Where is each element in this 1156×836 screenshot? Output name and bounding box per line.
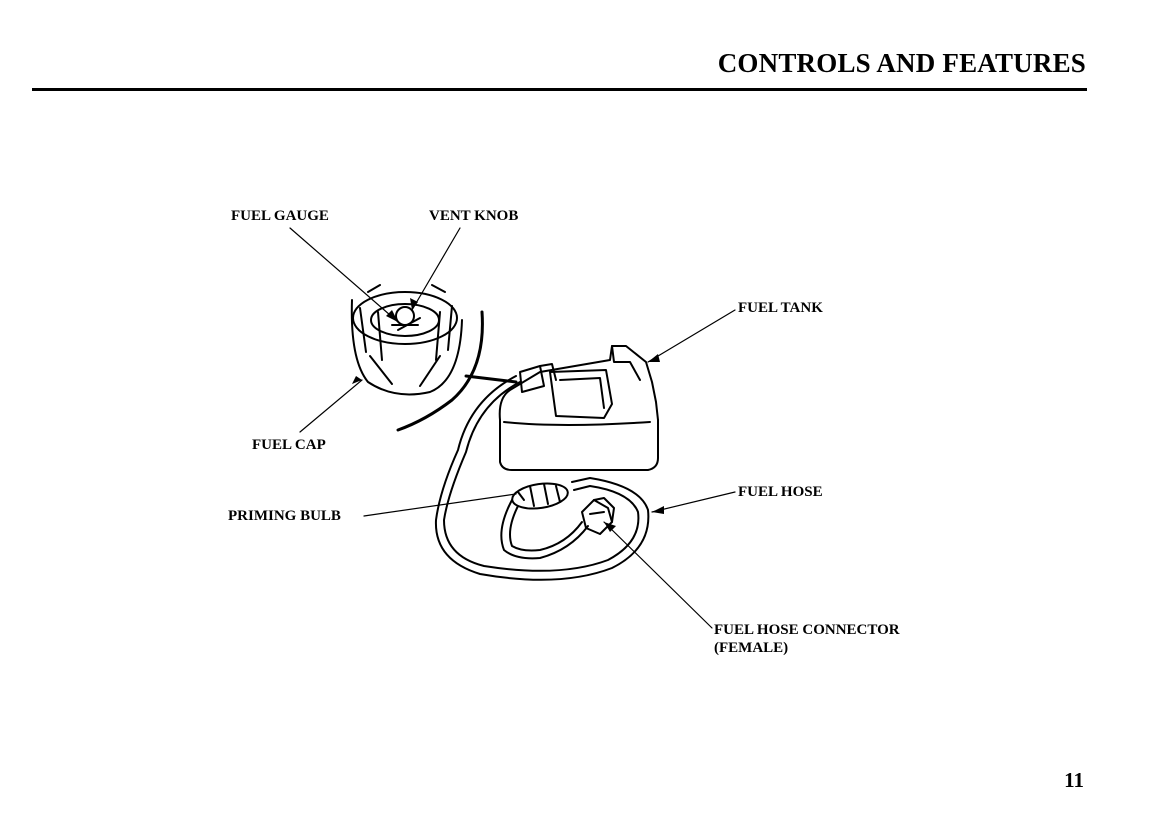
- vent-knob-label: VENT KNOB: [429, 208, 519, 224]
- arrowheads: [352, 298, 664, 532]
- fuel-hose-label: FUEL HOSE: [738, 484, 823, 500]
- page-number: 11: [1064, 768, 1084, 792]
- leader-lines: [289, 227, 736, 629]
- header-rule: [32, 88, 1087, 91]
- fuel-tank-drawing: [498, 345, 659, 471]
- fuel-gauge-label: FUEL GAUGE: [231, 208, 329, 224]
- fuel-hose-connector-sublabel: (FEMALE): [714, 640, 789, 656]
- fuel-cap-drawing: [350, 284, 463, 396]
- priming-bulb-drawing: [500, 482, 589, 560]
- fuel-hose-drawing: [434, 375, 650, 581]
- priming-bulb-label: PRIMING BULB: [228, 508, 341, 524]
- fuel-cap-label: FUEL CAP: [252, 437, 326, 453]
- fuel-tank-label: FUEL TANK: [738, 300, 823, 316]
- page-header-title: CONTROLS AND FEATURES: [717, 48, 1086, 78]
- cap-highlight-arc: [396, 310, 484, 432]
- hose-connector-drawing: [581, 497, 615, 535]
- fuel-hose-connector-label: FUEL HOSE CONNECTOR: [714, 622, 900, 638]
